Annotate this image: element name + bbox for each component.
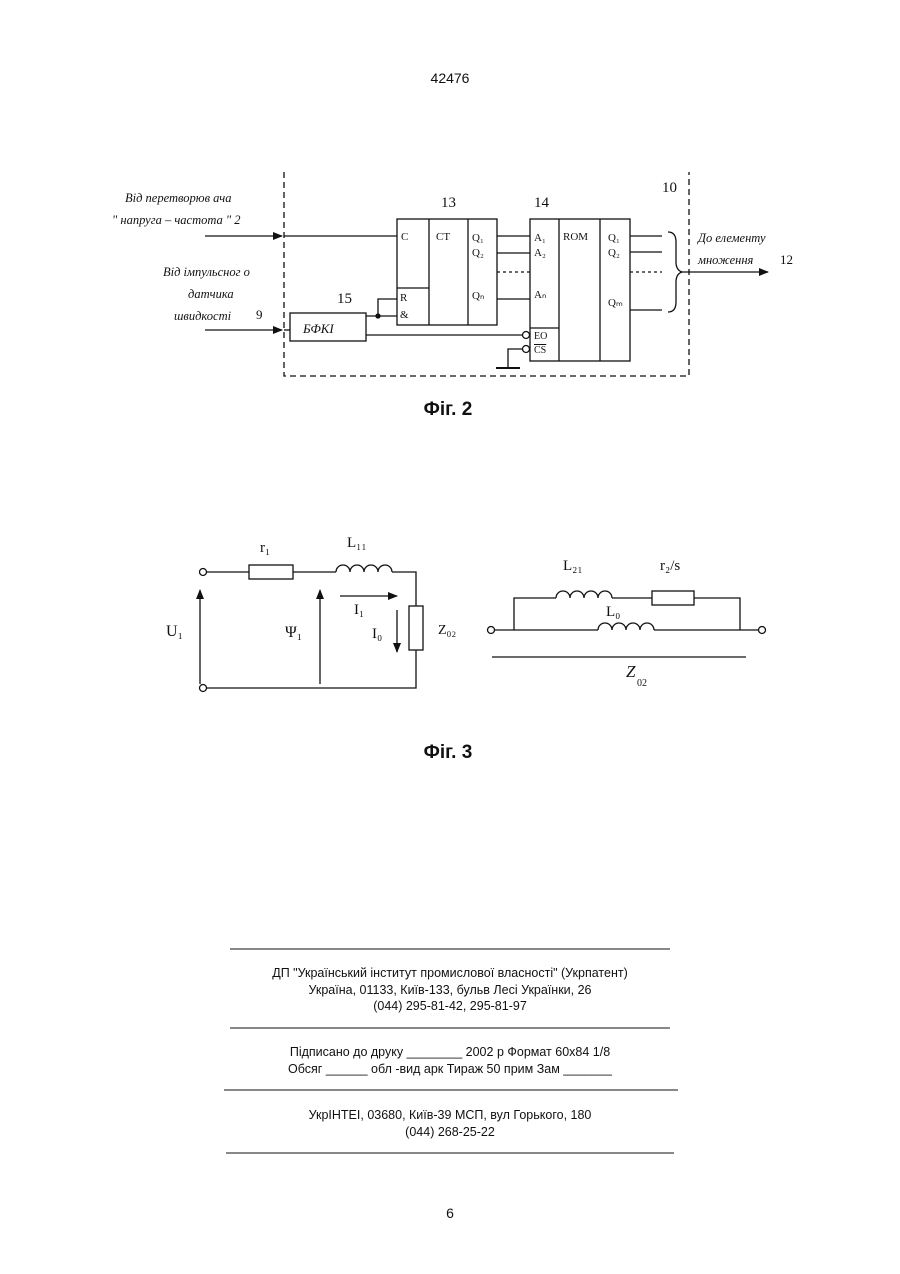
resistor-r1 <box>249 565 293 579</box>
counter-q2: Q₂ <box>472 247 484 259</box>
figure-3-caption: Фіг. 3 <box>424 742 473 763</box>
publisher-line-3: (044) 295-81-42, 295-81-97 <box>225 999 675 1014</box>
inductor-l21 <box>556 591 612 598</box>
rom-cs-pin: CS <box>534 345 546 356</box>
z02-terminal-right <box>759 627 766 634</box>
publisher-line-1: ДП "Український інститут промислової вла… <box>225 966 675 981</box>
counter-label: CT <box>436 231 450 243</box>
input-1-label-line-2: " напруга – частота " 2 <box>112 213 241 227</box>
counter-q1: Q₁ <box>472 232 484 244</box>
label-l0: L₀ <box>606 604 620 620</box>
label-z02-bottom: Z <box>626 662 636 681</box>
label-l21: L₂₁ <box>563 558 583 574</box>
label-i1: I₁ <box>354 602 364 618</box>
publisher-line-2: Україна, 01133, Київ-133, бульв Лесі Укр… <box>225 983 675 998</box>
input-2-label-line-1: Від імпульсног о <box>163 265 250 279</box>
output-label-line-2: множення <box>697 253 754 267</box>
label-u1: U₁ <box>166 623 183 640</box>
input-2-number: 9 <box>256 307 263 322</box>
counter-and-pin: & <box>400 309 409 321</box>
counter-reset-pin: R <box>400 292 408 304</box>
resistor-r2-s <box>652 591 694 605</box>
output-label-line-1: До елементу <box>697 231 766 245</box>
rom-an: Aₙ <box>534 289 546 301</box>
impedance-z02 <box>409 606 423 650</box>
input-2-label-line-3: швидкості <box>174 309 232 323</box>
counter-qn: Qₙ <box>472 290 484 302</box>
printer-line-1: УкрІНТЕІ, 03680, Київ-39 МСП, вул Горько… <box>225 1108 675 1123</box>
inductor-l0 <box>598 623 654 630</box>
print-info-line-1: Підписано до друку ________ 2002 р Форма… <box>225 1045 675 1060</box>
rom-qm: Qₘ <box>608 297 623 309</box>
rom-eo-pin: EO <box>534 331 547 342</box>
printer-line-2: (044) 268-25-22 <box>225 1125 675 1140</box>
z02-terminal-left <box>488 627 495 634</box>
label-z02: Z₀₂ <box>438 623 456 638</box>
ground-wire <box>508 349 522 368</box>
input-2-label-line-2: датчика <box>188 287 234 301</box>
block-14-number: 14 <box>534 195 550 211</box>
label-z02-bottom-sub: 02 <box>637 678 647 689</box>
label-l11: L₁₁ <box>347 535 367 551</box>
label-i0: I₀ <box>372 626 382 642</box>
figure-2 <box>205 172 768 376</box>
label-r2-s: r₂/s <box>660 558 680 574</box>
terminal-top <box>200 569 207 576</box>
inductor-l11 <box>336 565 392 572</box>
figure-2-caption: Фіг. 2 <box>424 399 473 420</box>
terminal-bottom <box>200 685 207 692</box>
label-r1: r₁ <box>260 540 270 556</box>
input-1-label-line-1: Від перетворюв ача <box>125 191 231 205</box>
counter-clock-pin: C <box>401 231 408 243</box>
rom-a1: A₁ <box>534 232 546 244</box>
output-number: 12 <box>780 252 793 267</box>
rom-q1: Q₁ <box>608 232 620 244</box>
block-15-number: 15 <box>337 291 352 307</box>
label-psi1: Ψ₁ <box>285 624 302 641</box>
rom-q2: Q₂ <box>608 247 620 259</box>
block-10-number: 10 <box>662 180 677 196</box>
rom-a2: A₂ <box>534 247 546 259</box>
bfki-label: БФКІ <box>302 321 334 336</box>
figure-2-labels: 13 14 10 15 Від перетворюв ача " напруга… <box>112 180 793 420</box>
rom-label: ROM <box>563 231 588 243</box>
print-info-line-2: Обсяг ______ обл -вид арк Тираж 50 прим … <box>225 1062 675 1077</box>
block-10-boundary <box>284 172 689 376</box>
page-number: 6 <box>0 1205 900 1221</box>
output-brace <box>668 232 682 312</box>
block-13-number: 13 <box>441 195 456 211</box>
reset-wire <box>366 299 397 316</box>
